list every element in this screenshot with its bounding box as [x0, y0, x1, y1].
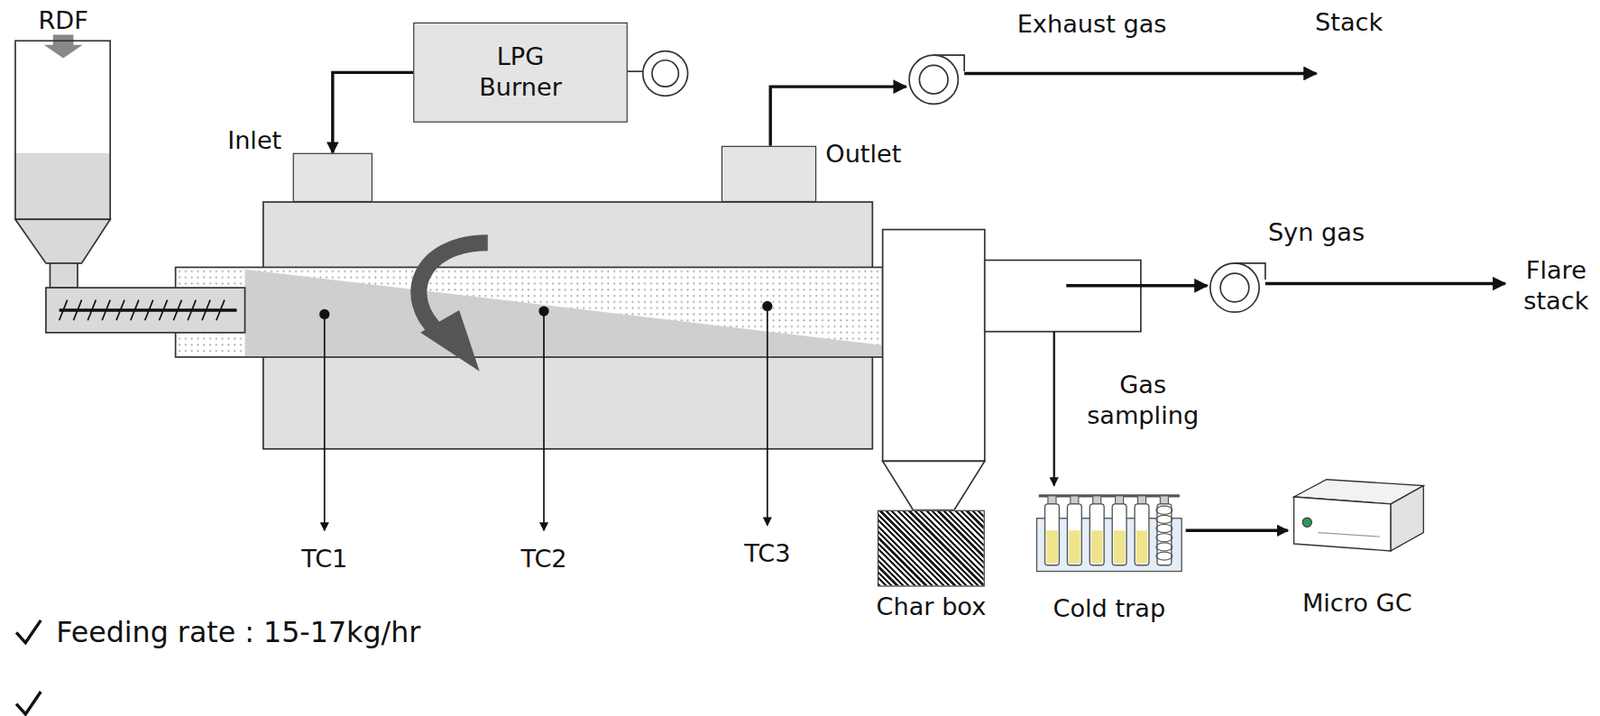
screw-flights — [59, 300, 225, 322]
thermocouple-label: TC1 — [301, 543, 348, 575]
trap-coil — [1156, 514, 1173, 524]
sampling-line — [1053, 331, 1056, 487]
burner-box: LPG Burner — [413, 22, 628, 123]
thermocouple-label: TC2 — [520, 543, 567, 575]
exhaust-fan-rotor — [919, 64, 948, 94]
bullet-check — [16, 691, 41, 715]
node-label: Inlet — [227, 125, 282, 157]
trap-bottle — [1112, 504, 1127, 566]
destination-label: Flare stack — [1514, 255, 1599, 317]
trap-liquid — [1091, 530, 1103, 563]
exhaust-fan — [909, 55, 958, 104]
char-separator — [882, 229, 985, 462]
trap-liquid — [1113, 530, 1125, 563]
thermocouple-label: TC3 — [744, 538, 791, 570]
micro-gc-icon — [1294, 479, 1425, 552]
exhaust-fan-outlet — [933, 55, 965, 72]
screw-flight — [158, 300, 167, 322]
separator-cone — [882, 460, 985, 510]
hopper-cone — [15, 219, 111, 264]
hopper — [15, 40, 111, 220]
trap-coil — [1156, 551, 1173, 561]
screw-flight — [59, 300, 68, 322]
burner-duct — [627, 70, 644, 73]
exhaust-duct — [770, 86, 906, 147]
feed-label: RDF — [37, 5, 88, 37]
screw-flight — [116, 300, 125, 322]
syngas-line — [1066, 284, 1207, 287]
bottle-cap — [1115, 496, 1124, 505]
trap-coil — [1156, 533, 1173, 543]
screw-flight — [87, 300, 96, 322]
cold-trap: Cold trap — [1032, 487, 1187, 574]
bottle-cap — [1048, 496, 1057, 505]
feed-arrow — [44, 34, 83, 58]
rotation-arrow-head — [420, 310, 480, 372]
destination-label: Stack — [1314, 7, 1383, 38]
node-label: Char box — [876, 591, 987, 623]
cold-trap-icon — [1036, 496, 1182, 572]
screw-flight — [145, 300, 154, 322]
spec-note: Feeding rate : 15-17kg/hr — [55, 615, 421, 652]
syngas-fan-outlet — [1234, 263, 1266, 280]
material-bed — [245, 269, 975, 357]
syngas-fan-rotor — [1220, 273, 1250, 303]
screw-flight — [202, 300, 211, 322]
flare-line — [1265, 282, 1506, 286]
screw-flight — [173, 300, 182, 322]
char-box: Char box — [877, 510, 985, 588]
stream-label: Syn gas — [1268, 217, 1365, 249]
hopper-fill — [15, 153, 111, 221]
stream-label: Exhaust gas — [1017, 9, 1168, 40]
trap-bottle — [1134, 504, 1150, 566]
trap-liquid — [1136, 530, 1148, 563]
bottle-cap — [1070, 496, 1079, 505]
trap-bottle — [1045, 504, 1060, 566]
node-label: Micro GC — [1302, 588, 1413, 619]
flow-arrow — [332, 72, 414, 153]
trap-liquid — [1046, 530, 1058, 563]
node-label: Cold trap — [1052, 593, 1166, 625]
stream-label: Gas sampling — [1076, 369, 1210, 432]
burner-fan-rotor — [652, 60, 679, 87]
bullet-check — [16, 620, 41, 644]
trap-liquid — [1158, 530, 1170, 563]
trap-coil — [1156, 524, 1173, 534]
bottle-cap — [1159, 496, 1168, 505]
micro-gc: Micro GC — [1287, 475, 1427, 558]
screw-feeder — [45, 287, 246, 333]
screw-flight — [187, 300, 196, 322]
syngas-pipe — [984, 260, 1141, 332]
trap-bottle — [1066, 504, 1082, 566]
inlet-port: Inlet — [293, 153, 373, 203]
thermocouples — [319, 301, 773, 532]
trap-bottle — [1089, 504, 1104, 566]
syngas-fan — [1210, 263, 1260, 313]
node-label: Outlet — [825, 138, 902, 170]
outlet-port: Outlet — [721, 146, 817, 203]
flow-arrow — [1186, 529, 1288, 533]
hopper-neck — [49, 263, 78, 288]
trap-coil — [1156, 542, 1173, 552]
trap-liquid — [1068, 530, 1080, 563]
screw-flight — [73, 300, 82, 322]
exhaust-line — [964, 72, 1316, 75]
burner-fan — [643, 51, 689, 97]
bottle-cap — [1137, 496, 1146, 505]
screw-flight — [130, 300, 139, 322]
screw-flight — [101, 300, 111, 322]
trap-coil — [1156, 505, 1173, 515]
bottle-cap — [1093, 496, 1102, 505]
node-label: LPG Burner — [467, 41, 574, 103]
screw-flight — [216, 300, 225, 322]
